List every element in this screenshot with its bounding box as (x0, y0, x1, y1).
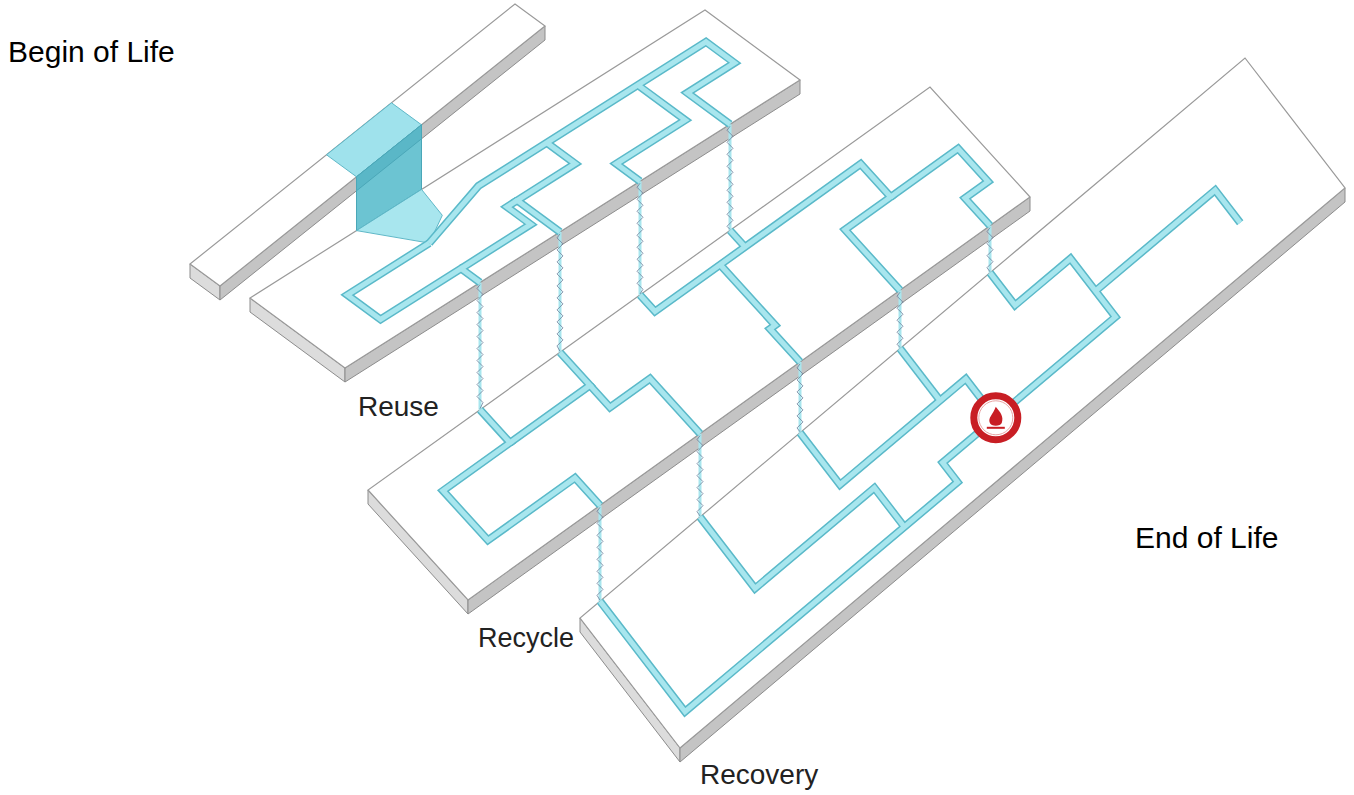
drop-zigzag (557, 234, 563, 351)
track-outline (429, 42, 734, 243)
track-outline (600, 418, 996, 712)
track-fill (443, 410, 600, 541)
track-fill (590, 379, 700, 434)
drop-zigzag (897, 292, 903, 347)
track-fill (730, 230, 745, 247)
track-fill (800, 379, 996, 485)
track-outline (1096, 190, 1241, 291)
track-outline (800, 379, 996, 485)
drop-zigzag (477, 285, 483, 409)
flame-base (987, 427, 1005, 429)
flame-shape (989, 407, 1002, 426)
stage-label-box: Recycle (478, 624, 574, 652)
track-fill (510, 352, 590, 442)
stage-label: Recovery (700, 760, 818, 789)
begin-label-box: Begin of Life (8, 36, 175, 68)
track-outline (720, 265, 800, 362)
track-fill (616, 85, 685, 181)
track-outline (730, 230, 745, 247)
drop-zigzag (637, 183, 643, 294)
track-fill (429, 42, 734, 243)
track-fill (720, 265, 800, 362)
stage-label: Recycle (478, 624, 574, 652)
start-fork (357, 189, 443, 243)
drop-group (477, 124, 993, 601)
track-outline (443, 410, 600, 541)
track-outline (990, 259, 1116, 418)
track-outline (510, 352, 590, 442)
begin-label: Begin of Life (8, 36, 175, 68)
track-fill (990, 259, 1116, 418)
drop-zigzag (697, 436, 703, 516)
track-outline (590, 379, 700, 434)
track-fill (461, 200, 531, 268)
terrace-group (190, 4, 1345, 762)
track-group (347, 42, 1240, 712)
drop-zigzag (727, 126, 733, 229)
track-fill (600, 418, 996, 712)
drop-zigzag (797, 364, 803, 432)
drop-line (699, 434, 702, 517)
track-fill (700, 488, 904, 589)
flame-inner-ring (979, 401, 1013, 435)
flame-icon (974, 396, 1018, 440)
drop-zigzag (987, 228, 993, 272)
track-fill (347, 243, 480, 319)
track-outline (700, 488, 904, 589)
track-outline (900, 349, 940, 401)
drop-line (799, 362, 802, 433)
end-label-box: End of Life (1135, 522, 1278, 554)
stage-label-box: Recovery (700, 760, 818, 789)
flame-ring (974, 396, 1018, 440)
track-outline (461, 200, 531, 268)
track-fill (900, 349, 940, 401)
track-outline (347, 243, 480, 319)
drop-zigzag (597, 507, 603, 600)
drop-line (559, 232, 562, 352)
track-outline (616, 85, 685, 181)
end-label: End of Life (1135, 522, 1278, 554)
stage-label: Reuse (358, 392, 439, 421)
track-fill (891, 149, 990, 226)
start-front (357, 125, 422, 191)
track-outline (891, 149, 990, 226)
terrace-top (580, 58, 1345, 748)
track-fill (1096, 190, 1241, 291)
track-outline (640, 164, 900, 312)
stage-label-box: Reuse (358, 392, 439, 421)
track-fill (640, 164, 900, 312)
